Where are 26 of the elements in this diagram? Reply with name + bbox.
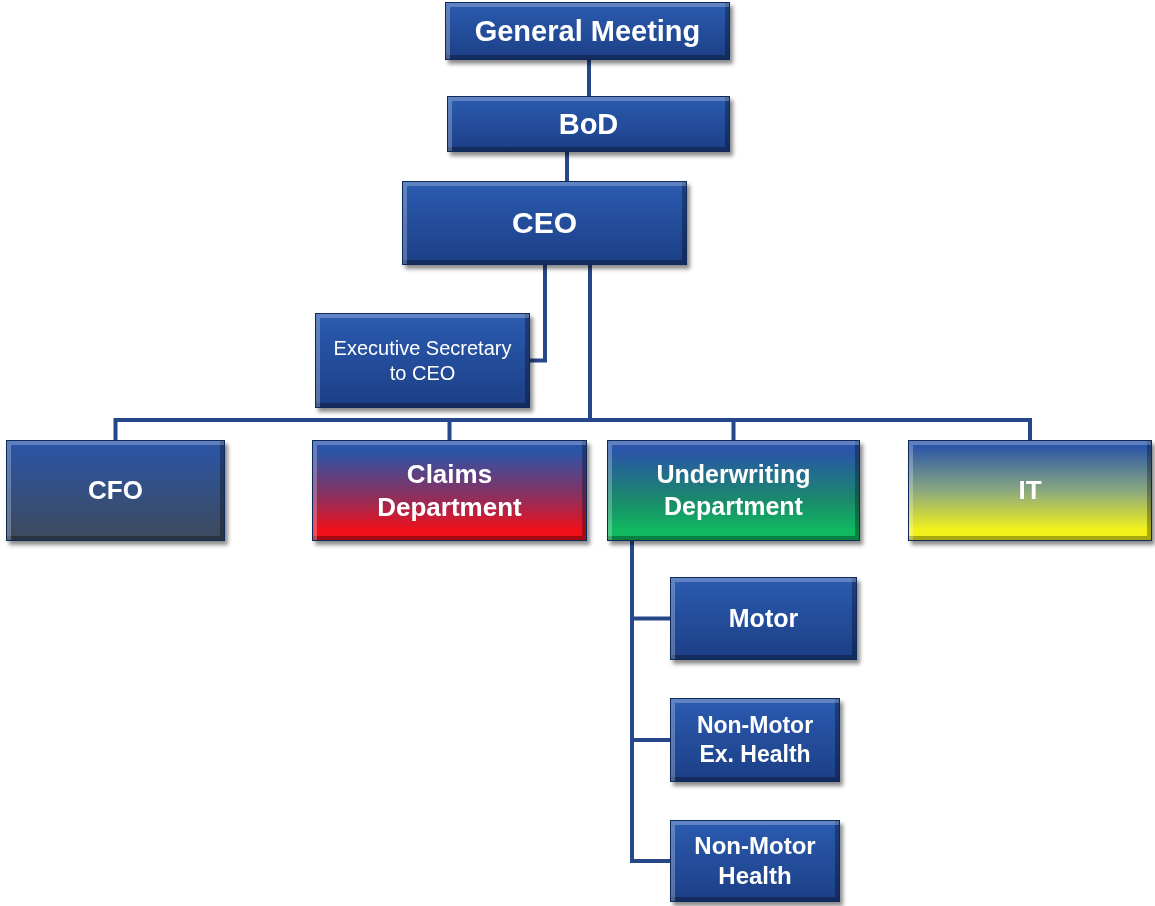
org-box [670, 577, 857, 660]
org-box [6, 440, 225, 541]
node-label: CFO [88, 474, 143, 507]
org-box [445, 2, 730, 60]
node-label: Motor [728, 602, 799, 634]
org-box [447, 96, 730, 152]
node-label: Claims Department [376, 458, 523, 523]
connector-line [587, 60, 591, 96]
node-label: Executive Secretary to CEO [332, 335, 513, 386]
org-box [402, 181, 687, 265]
org-box [670, 698, 840, 782]
node-label: Non-Motor Ex. Health [695, 711, 815, 769]
node-label: BoD [558, 106, 619, 142]
org-box [670, 820, 840, 902]
node-label: Underwriting Department [655, 459, 812, 522]
node-label: IT [1018, 474, 1042, 507]
org-box [312, 440, 587, 541]
node-label: Non-Motor Health [693, 831, 817, 891]
node-label: General Meeting [474, 13, 701, 49]
org-box [315, 313, 530, 408]
connector-line [565, 152, 569, 181]
connector-line [630, 541, 670, 863]
org-box [908, 440, 1152, 541]
node-label: CEO [512, 205, 577, 242]
org-box [607, 440, 860, 541]
connector-line [530, 265, 547, 363]
